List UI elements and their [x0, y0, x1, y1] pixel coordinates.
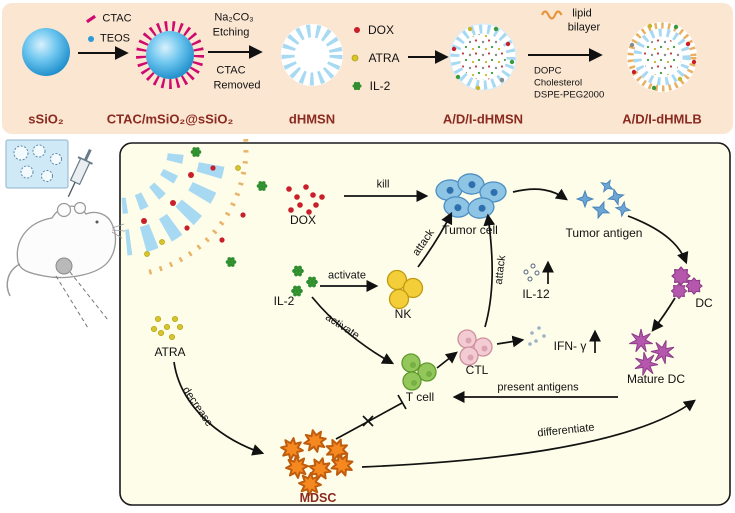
step-label-adi-dhmlb: A/D/I-dHMLB [622, 111, 702, 127]
mature-dc-label: Mature DC [626, 372, 686, 386]
ifn-gamma-label: IFN- γ [553, 339, 587, 353]
bilayer-label: bilayer [567, 21, 601, 34]
arrow-antigen-to-dc [627, 215, 689, 265]
released-cargo-dots [144, 147, 268, 267]
particle-adi-dhmlb [627, 22, 697, 92]
arrow-decrease [173, 361, 265, 456]
teos-reagent-label: TEOS [100, 32, 130, 45]
mechanism-panel [119, 138, 731, 506]
arrow-activate-tcell [311, 296, 395, 365]
il2-label: IL-2 [273, 294, 295, 308]
nk-label: NK [394, 307, 412, 321]
arrow-lipid-coating [528, 10, 603, 62]
activate-nk-label: activate [328, 269, 366, 282]
atra-label: ATRA [154, 345, 186, 359]
step-label-ctac-msio2: CTAC/mSiO₂@sSiO₂ [106, 111, 234, 127]
arrow-mdsc-block [335, 394, 407, 440]
step-label-dhmsn: dHMSN [288, 111, 336, 127]
il12-label: IL-12 [522, 287, 550, 301]
particle-adi-dhmsn [449, 23, 517, 91]
cargo-il2-label: IL-2 [369, 79, 391, 93]
t-cell-label: T cell [405, 390, 435, 404]
particle-dhmsn [281, 24, 343, 86]
il12-dots [523, 263, 540, 282]
ctl-label: CTL [465, 363, 489, 377]
syringe-icon [67, 148, 93, 198]
ctac-reagent-label: CTAC [102, 12, 132, 25]
dopc-label: DOPC [534, 65, 562, 77]
arrow-tumor-to-antigen [512, 188, 568, 201]
arrow-ctl-attack [483, 213, 496, 328]
cargo-atra-label: ATRA [368, 51, 400, 65]
lipid-squiggle-icon [540, 10, 563, 20]
ctac-removed-label-1: CTAC [216, 64, 246, 77]
arrow-tcell-to-ctl [436, 351, 458, 369]
ctac-icon [85, 14, 97, 24]
particle-ctac-msio2 [136, 21, 204, 89]
kill-label: kill [376, 178, 390, 191]
synthesis-strip [2, 3, 733, 134]
step-label-ssio2: sSiO₂ [28, 111, 64, 127]
dox-dots [286, 184, 325, 215]
ifn-dots [528, 326, 546, 346]
arrow-dc-to-maturedc [651, 297, 676, 332]
arrow-loading [351, 27, 449, 91]
nanoparticle-inset [5, 139, 69, 189]
dox-label: DOX [289, 213, 317, 227]
etching-label: Etching [212, 26, 250, 39]
atra-icon [351, 54, 359, 62]
ctac-removed-label-2: Removed [213, 79, 261, 92]
arrow-ctl-to-ifn [496, 335, 525, 348]
nanoparticle-cutaway [121, 138, 249, 276]
na2co3-label: Na₂CO₃ [214, 11, 254, 24]
dspe-peg-label: DSPE-PEG2000 [534, 89, 605, 101]
arrows [173, 188, 696, 468]
mouse-sketch [6, 201, 126, 329]
mdsc-label: MDSC [299, 490, 337, 505]
tumor-cell-label: Tumor cell [442, 223, 498, 237]
arrow-differentiate [361, 399, 696, 468]
particle-ssio2 [22, 28, 70, 76]
dox-icon [354, 27, 360, 33]
tumor-spot [55, 257, 73, 275]
present-antigens-label: present antigens [497, 381, 579, 394]
dc-label: DC [695, 296, 713, 310]
lipid-label: lipid [572, 7, 592, 20]
teos-icon [88, 36, 94, 42]
arrow-nk-attack [417, 211, 453, 268]
step-label-adi-dhmsn: A/D/I-dHMSN [442, 111, 524, 127]
atra-dots [150, 315, 184, 341]
cholesterol-label: Cholesterol [534, 77, 583, 89]
tumor-antigen-label: Tumor antigen [565, 226, 643, 240]
arrow-ctac-teos [78, 14, 129, 60]
cargo-dox-label: DOX [367, 23, 395, 37]
